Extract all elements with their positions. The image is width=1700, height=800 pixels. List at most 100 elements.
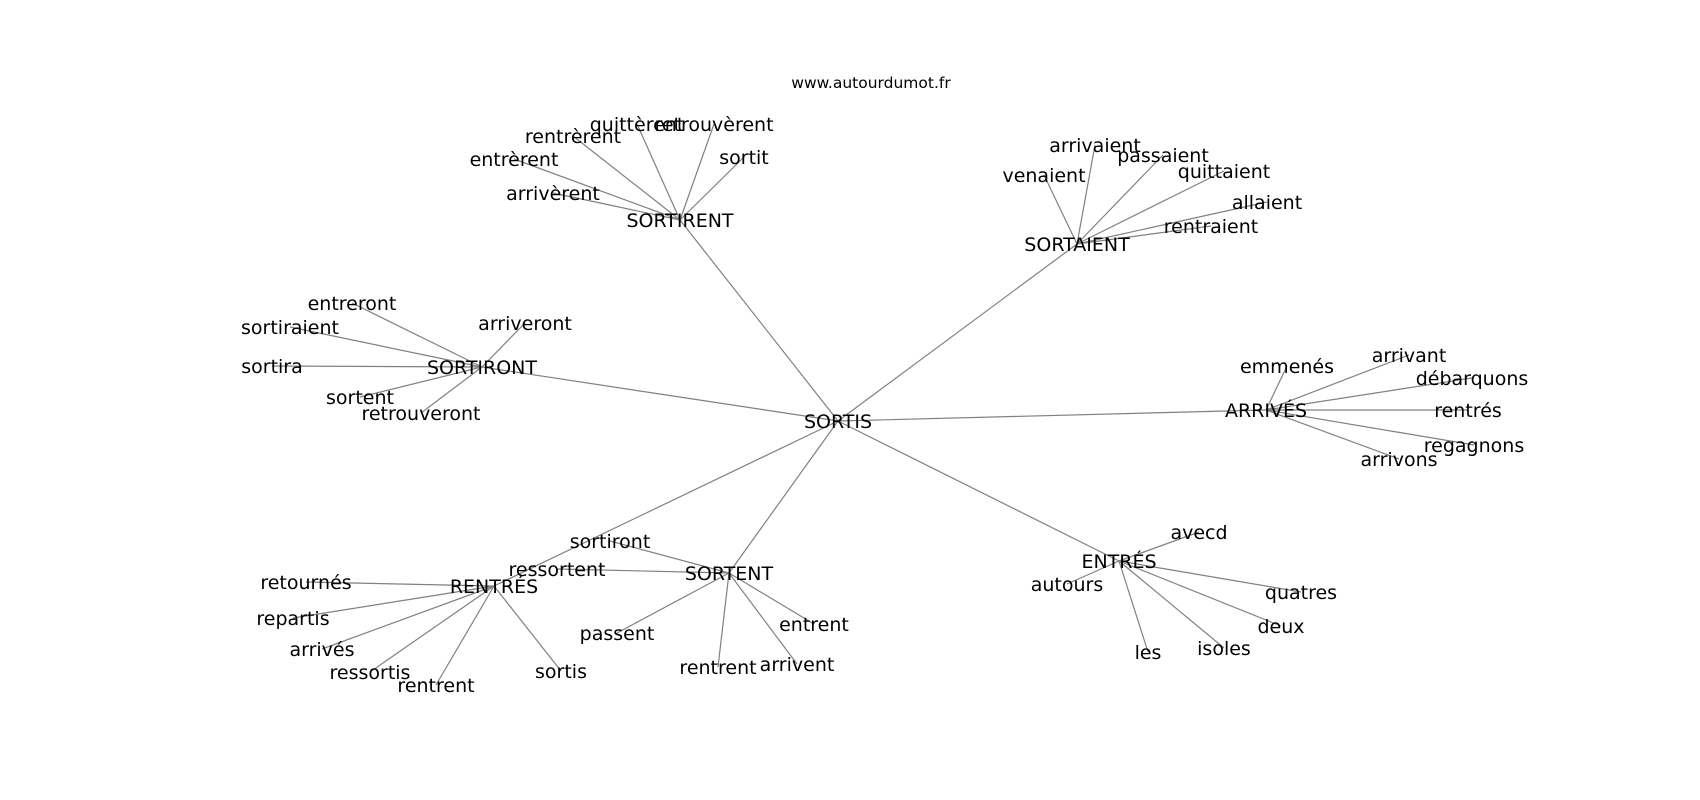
edges [271,123,1475,686]
edge-rentres-rentrent [435,585,495,686]
node-leaf-entrerent: entrèrent [470,149,559,171]
edge-root-arrives [837,409,1267,422]
node-leaf-autours: autours [1031,574,1104,596]
edge-sortirent-arriverent [552,192,681,221]
node-leaf-regagnons: regagnons [1424,435,1524,457]
node-leaf-rentraient: rentraient [1164,216,1259,238]
node-leaf-sortent: sortent [326,387,394,409]
edge-sortirent-rentrerent [572,135,681,221]
node-leaf-passaient: passaient [1117,145,1209,167]
node-leaf-arriverent: arrivèrent [506,183,600,205]
edge-sortent-passent [616,572,730,634]
edge-sortirent-sortit [679,156,745,221]
edge-rentres-repartis [292,585,495,619]
node-leaf-deux: deux [1257,616,1304,638]
node-leaf-ressortis: ressortis [330,662,411,684]
node-root: SORTIS [804,411,872,433]
edge-arrives-arrivant [1265,354,1410,411]
node-hub-sortaient: SORTAIENT [1024,234,1130,256]
edge-sortiront-entreront [351,302,483,368]
edge-sortaient-allaient [1076,201,1268,245]
edge-entres-avecd [1118,531,1200,562]
edge-entres-autours [1066,560,1120,585]
edge-root-rentres [493,420,839,587]
node-leaf-arrivaient: arrivaient [1049,135,1141,157]
node-hub-rentres: RENTRÉS [450,575,538,598]
edge-root-sortaient [837,243,1078,422]
node-leaf-sortis: sortis [535,661,587,683]
node-hub-sortiront: SORTIRONT [427,357,537,379]
edge-sortiront-arriveront [481,322,526,368]
node-leaf-rentrerent: rentrèrent [525,126,621,148]
node-leaf-rentrent: rentrent [397,675,474,697]
edge-rentres-ressortis [369,585,495,673]
node-leaf-avecd: avecd [1170,522,1227,544]
edge-arrives-debarquons [1265,377,1473,411]
node-leaf-quitterent: quittèrent [590,114,685,136]
site-url: www.autourdumot.fr [791,74,951,92]
edge-sortent-ressortent [556,568,730,574]
edge-sortent-rentrent [717,572,730,668]
node-leaf-sortiront: sortiront [570,531,651,553]
node-leaf-les: les [1135,642,1162,664]
node-leaf-repartis: repartis [256,608,329,630]
node-leaf-sortit: sortit [719,147,769,169]
node-leaf-entreront: entreront [308,293,397,315]
edge-arrives-emmenes [1265,365,1288,411]
edge-entres-quatres [1118,560,1302,593]
edge-rentres-retournes [305,581,495,587]
edge-sortaient-rentraient [1076,225,1212,245]
edge-arrives-arrivons [1265,409,1400,460]
edge-sortaient-passaient [1076,154,1164,245]
edge-sortirent-entrerent [513,158,681,221]
edge-root-sortiront [481,366,839,422]
node-leaf-emmenes: emmenés [1240,356,1334,378]
edge-entres-isoles [1118,560,1225,649]
node-leaf-ressortent: ressortent [509,559,606,581]
node-leaf-retrouveront: retrouveront [361,403,480,425]
node-leaf-retournes: retournés [260,572,351,594]
edge-sortirent-retrouverent [679,123,715,221]
edge-sortent-entrent [728,572,815,625]
node-hub-sortirent: SORTIRENT [626,210,733,232]
edge-root-sortirent [679,219,839,422]
node-leaf-debarquons: débarquons [1416,368,1529,390]
labels: SORTIS SORTIRENT arrivèrent entrèrentrentrè… [241,114,1528,697]
edge-entres-les [1118,560,1149,653]
node-hub-sortent: SORTENT [685,563,774,585]
node-leaf-passent: passent [580,623,655,645]
edge-sortaient-venaient [1043,174,1078,245]
edge-sortirent-quitterent [636,123,681,221]
node-leaf-arrivant: arrivant [1372,345,1447,367]
node-leaf-arrivent: arrivent [760,654,835,676]
edge-sortaient-arrivaient [1076,144,1096,245]
node-leaf-quatres: quatres [1265,582,1337,604]
node-leaf-arriveront: arriveront [478,313,572,335]
edge-entres-deux [1118,560,1282,627]
edge-sortiront-sortiraient [289,326,483,368]
edge-rentres-arrives [321,585,495,650]
node-leaf-allaient: allaient [1232,192,1302,214]
node-leaf-sortiraient: sortiraient [241,317,339,339]
edge-arrives-regagnons [1265,409,1475,446]
edge-sortaient-quittaient [1076,170,1225,245]
node-leaf-arrives: arrivés [289,639,354,661]
edge-sortiront-sortira [271,365,483,368]
edge-sortent-sortiront [609,540,730,574]
node-leaf-rentres: rentrés [1434,400,1502,422]
node-leaf-rentrent: rentrent [679,657,756,679]
node-leaf-quittaient: quittaient [1178,161,1270,183]
node-leaf-retrouverent: retrouvèrent [654,114,773,136]
node-leaf-venaient: venaient [1002,165,1085,187]
edge-rentres-sortis [493,585,562,672]
node-hub-arrives: ARRIVÉS [1225,399,1307,422]
node-leaf-isoles: isoles [1197,638,1251,660]
node-hub-entres: ENTRÉS [1081,550,1156,573]
edge-sortiront-sortent [359,366,483,398]
edge-root-entres [837,420,1120,562]
node-leaf-sortira: sortira [241,356,303,378]
node-leaf-entrent: entrent [779,614,849,636]
edge-root-sortent [728,420,839,574]
edge-sortiront-retrouveront [420,366,483,414]
